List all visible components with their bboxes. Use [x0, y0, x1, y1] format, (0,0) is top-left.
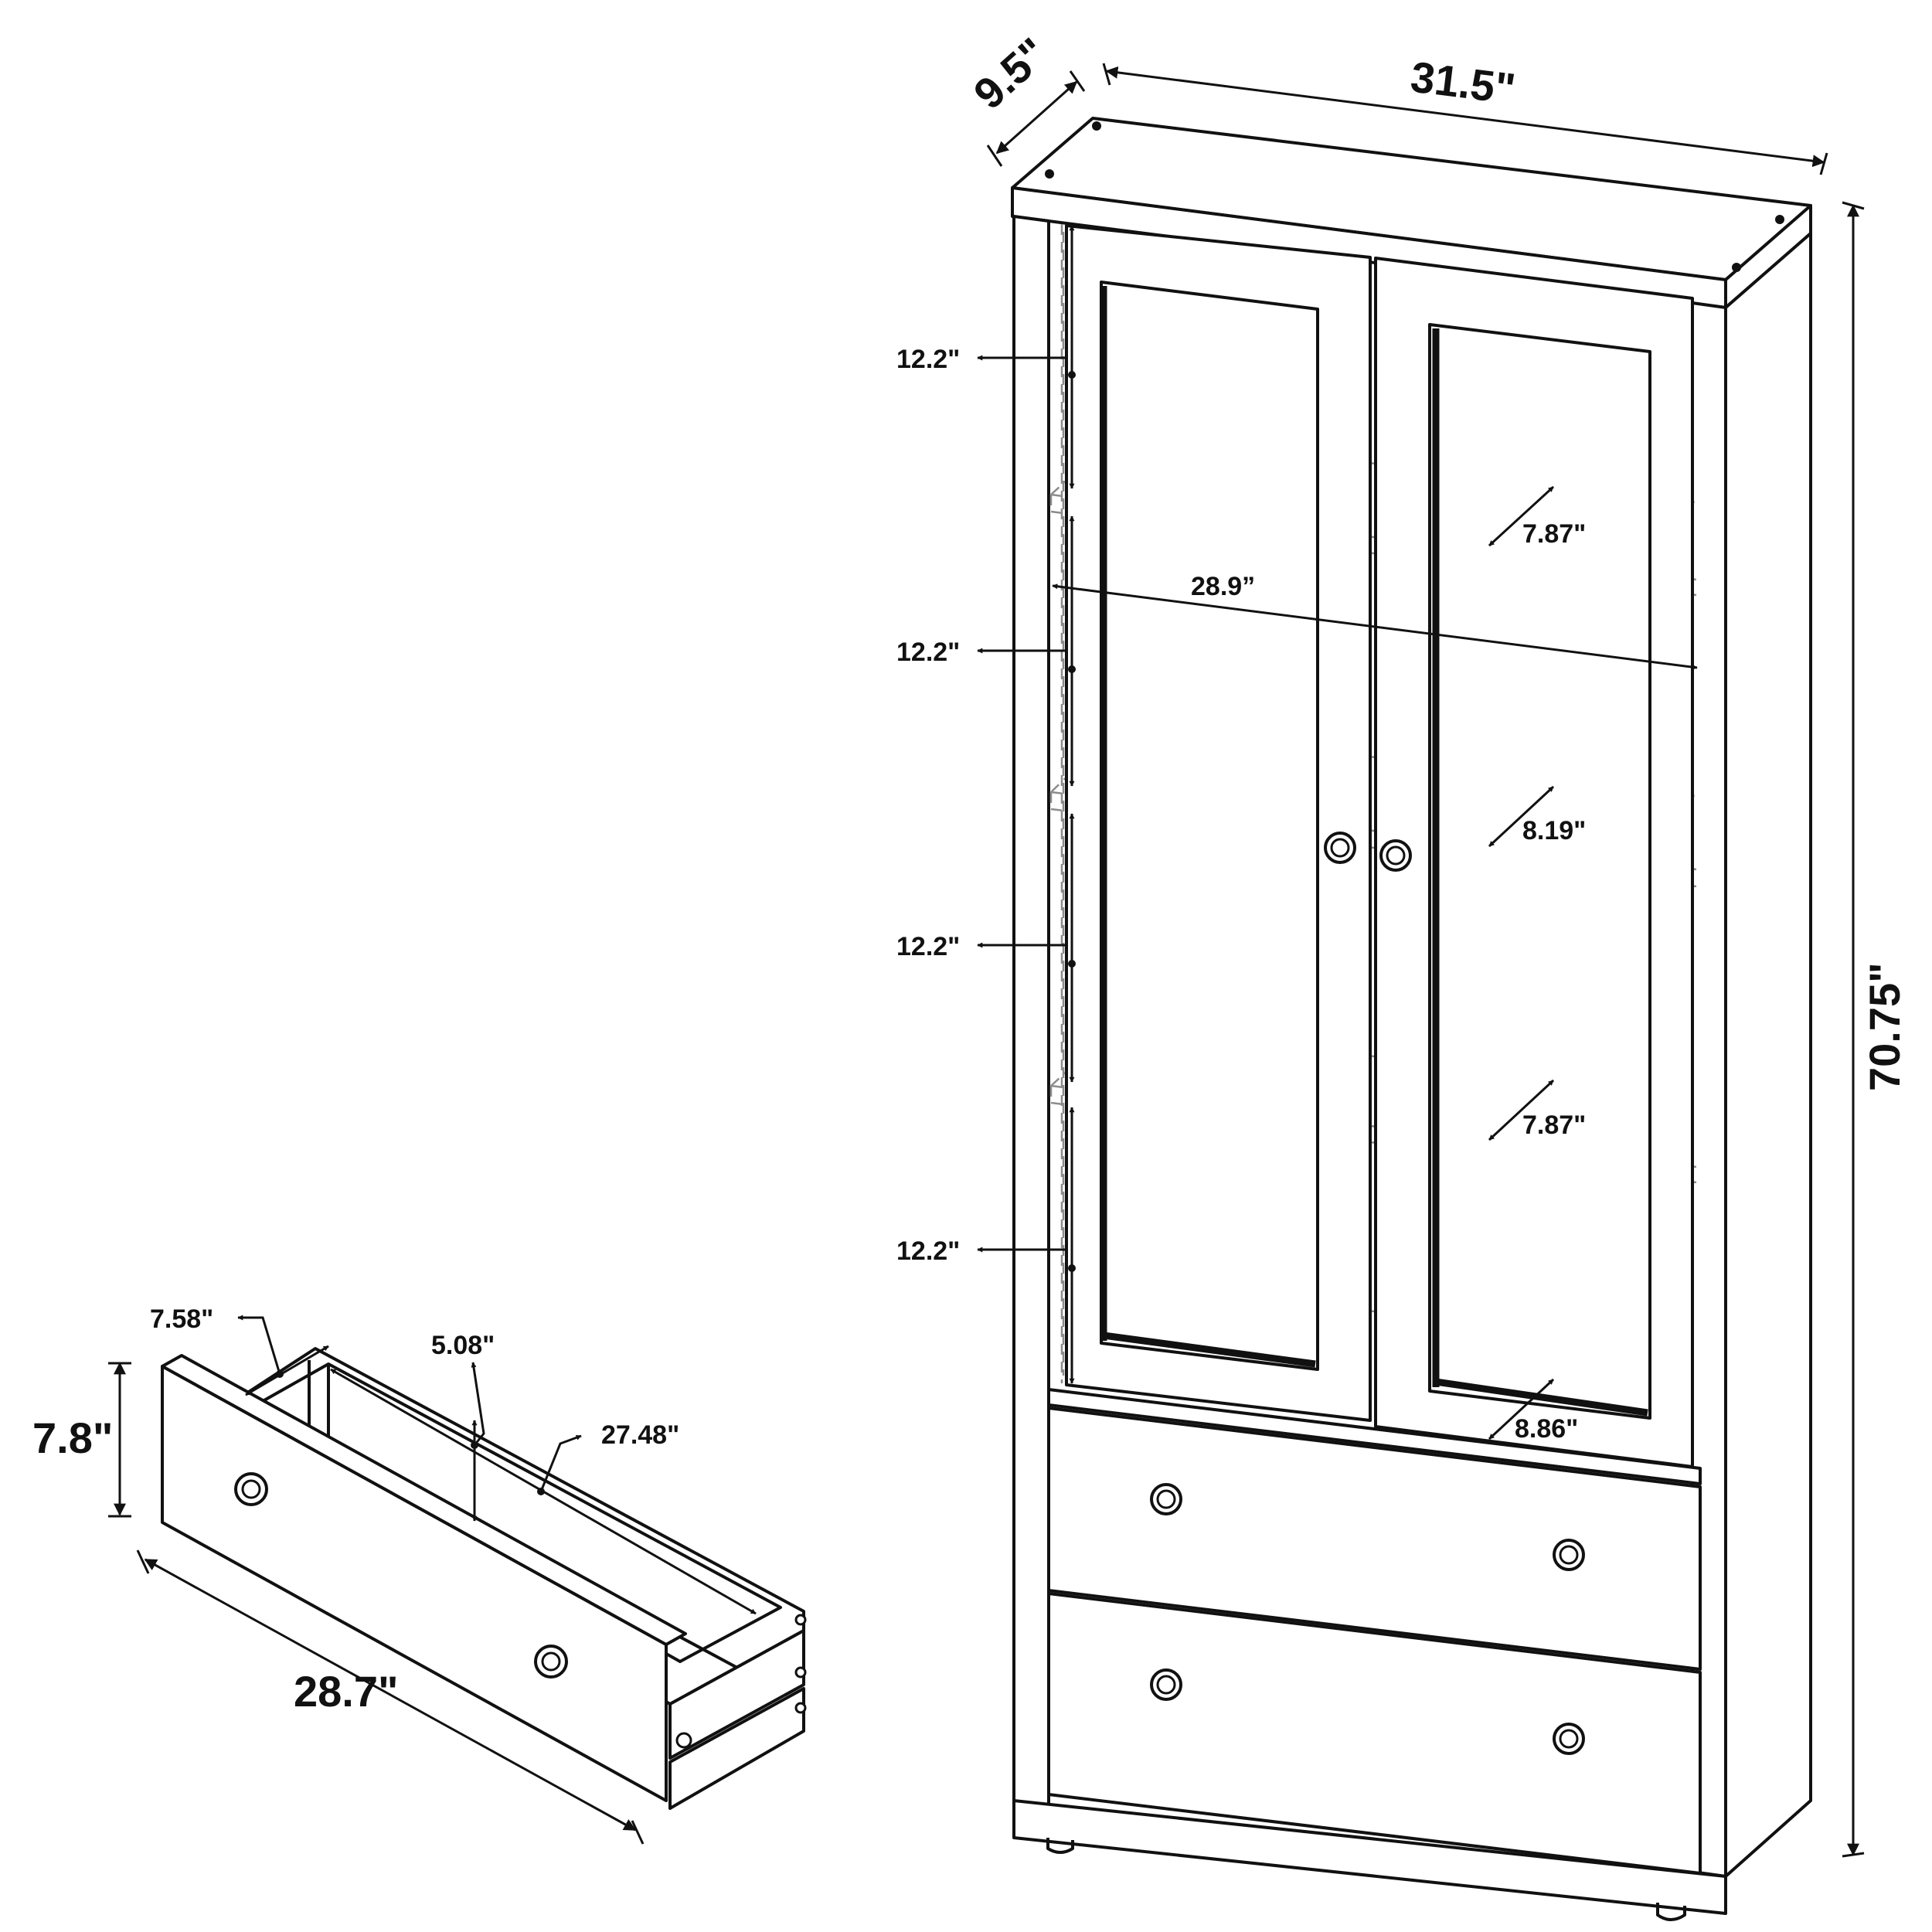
cabinet-depth-label: 9.5"	[964, 28, 1057, 118]
drawer-width-label: 28.7"	[294, 1667, 399, 1716]
drawer-drawing	[108, 1315, 807, 1845]
drawer-inner-depth-label: 7.58"	[150, 1304, 213, 1334]
cabinet-right-side-panel	[1724, 232, 1812, 1878]
shelf-depth-label-3: 7.87"	[1522, 1111, 1586, 1140]
shelf-spacing-label-3: 12.2"	[896, 932, 960, 961]
cabinet-drawer-upper	[1047, 1406, 1702, 1671]
shelf-spacing-label-1: 12.2"	[896, 345, 960, 374]
drawer-inner-width-label: 27.48"	[601, 1420, 679, 1450]
cabinet-base	[1012, 1799, 1727, 1915]
interior-width-label: 28.9”	[1191, 572, 1255, 601]
shelf-depth-label-1: 7.87"	[1522, 519, 1586, 549]
shelf-depth-label-2: 8.19"	[1522, 816, 1586, 845]
shelf-spacing-label-2: 12.2"	[896, 638, 960, 667]
cabinet-drawing	[977, 63, 1865, 1921]
cabinet-height-label: 70.75"	[1860, 962, 1909, 1091]
drawer-height-label: 7.8"	[32, 1413, 113, 1462]
cabinet-drawer-lower	[1047, 1592, 1702, 1875]
drawer-inner-height-label: 5.08"	[431, 1331, 495, 1360]
left-glass-door	[1065, 224, 1372, 1422]
cabinet-width-label: 31.5"	[1408, 52, 1518, 113]
shelf-spacing-label-4: 12.2"	[896, 1236, 960, 1266]
right-glass-door	[1374, 257, 1694, 1468]
shelf-depth-label-4: 8.86"	[1515, 1414, 1578, 1444]
